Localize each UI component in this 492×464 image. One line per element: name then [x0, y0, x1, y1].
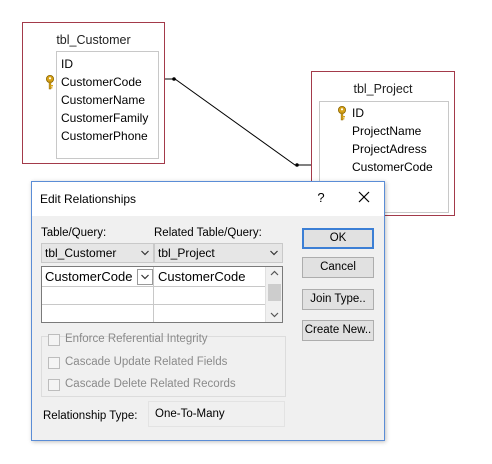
related-table-value: tbl_Project	[158, 246, 215, 260]
cancel-button[interactable]: Cancel	[302, 257, 374, 278]
cascade-update-label: Cascade Update Related Fields	[65, 356, 228, 368]
ok-button[interactable]: OK	[302, 228, 374, 249]
field-label: ID	[352, 106, 364, 120]
field-label: CustomerFamily	[61, 111, 149, 125]
scroll-down-icon	[270, 312, 279, 318]
dialog-titlebar[interactable]: Edit Relationships ?	[32, 182, 384, 216]
grid-row-divider	[42, 304, 265, 305]
table-query-select[interactable]: tbl_Customer	[41, 243, 154, 263]
field-item[interactable]: CustomerFamily	[61, 109, 148, 127]
field-item[interactable]: CustomerName	[61, 91, 145, 109]
field-label: ProjectName	[352, 124, 422, 138]
related-table-label: Related Table/Query:	[154, 227, 262, 239]
field-label: ProjectAdress	[352, 142, 427, 156]
checkbox[interactable]	[48, 379, 60, 391]
chevron-down-icon	[141, 250, 149, 256]
checkbox[interactable]	[48, 357, 60, 369]
field-label: CustomerCode	[352, 160, 433, 174]
table-customer[interactable]: tbl_Customer ID CustomerCode CustomerNam…	[22, 22, 165, 164]
field-item[interactable]: ID	[320, 104, 448, 122]
table-query-label: Table/Query:	[41, 227, 107, 239]
primary-key-icon	[46, 75, 54, 90]
scrollbar-graphics	[268, 270, 281, 318]
field-label: CustomerCode	[61, 75, 142, 89]
field-label: CustomerPhone	[61, 129, 148, 143]
edit-relationships-dialog[interactable]: Edit Relationships ? Table/Query: Relate…	[31, 181, 385, 441]
cascade-delete-label: Cascade Delete Related Records	[65, 378, 236, 390]
grid-left-dropdown[interactable]	[137, 269, 153, 285]
dialog-title: Edit Relationships	[40, 192, 137, 206]
relationship-type-label: Relationship Type:	[43, 410, 138, 422]
field-item[interactable]: CustomerPhone	[61, 127, 148, 145]
table-project-title: tbl_Project	[353, 82, 413, 96]
field-item[interactable]: CustomerCode	[46, 73, 158, 91]
chevron-down-icon	[141, 274, 149, 280]
chevron-down-icon	[270, 250, 278, 256]
checkbox[interactable]	[48, 334, 60, 346]
field-label: CustomerName	[61, 93, 146, 107]
scroll-up-icon	[270, 270, 279, 276]
help-button[interactable]: ?	[317, 190, 325, 205]
grid-right-field[interactable]: CustomerCode	[158, 269, 246, 284]
referential-integrity-group	[41, 336, 286, 397]
close-icon[interactable]	[354, 187, 374, 207]
table-query-value: tbl_Customer	[45, 246, 117, 260]
table-customer-field-list[interactable]: ID CustomerCode CustomerName CustomerFam…	[46, 51, 159, 159]
field-item[interactable]: CustomerCode	[352, 158, 433, 176]
grid-scrollbar[interactable]	[265, 267, 282, 322]
primary-key-icon	[338, 106, 346, 121]
grid-column-divider	[153, 267, 154, 322]
relationship-type-value: One-To-Many	[148, 401, 285, 427]
field-item[interactable]: ID	[61, 55, 73, 73]
join-type-button[interactable]: Join Type..	[302, 289, 374, 310]
enforce-integrity-label: Enforce Referential Integrity	[65, 333, 208, 345]
grid-left-field[interactable]: CustomerCode	[45, 269, 133, 284]
table-customer-title: tbl_Customer	[56, 33, 131, 47]
field-mapping-grid[interactable]: CustomerCode CustomerCode	[41, 266, 283, 323]
field-label: ID	[61, 57, 73, 71]
field-item[interactable]: ProjectAdress	[352, 140, 427, 158]
grid-row-divider	[42, 286, 265, 287]
field-item[interactable]: ProjectName	[352, 122, 421, 140]
create-new-button[interactable]: Create New..	[302, 320, 374, 341]
scroll-thumb	[268, 284, 281, 301]
related-table-select[interactable]: tbl_Project	[154, 243, 283, 263]
